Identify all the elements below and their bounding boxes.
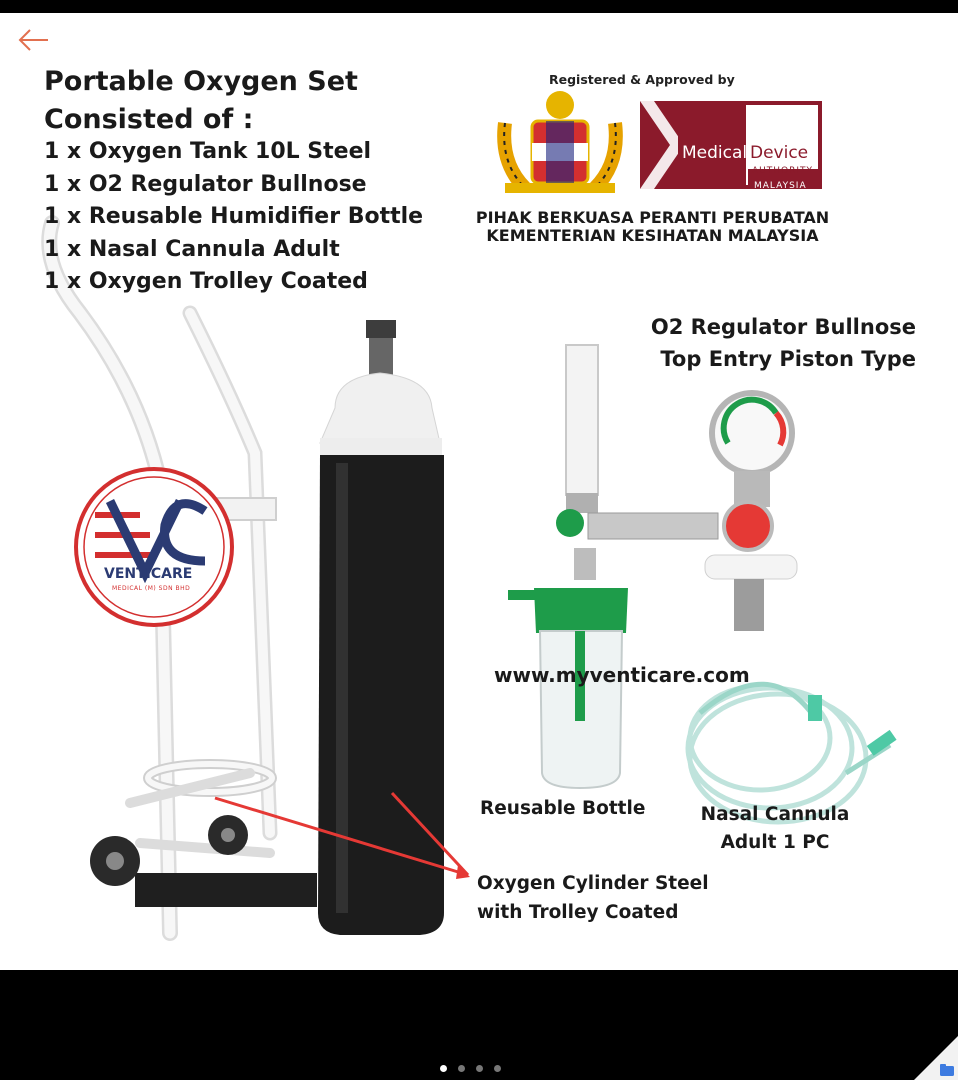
product-image[interactable]: Portable Oxygen Set Consisted of : 1 x O…: [0, 13, 958, 970]
mda-sub1: AUTHORITY: [752, 166, 813, 176]
back-button[interactable]: [16, 27, 52, 53]
oxygen-tank-illustration: [318, 320, 444, 935]
pointer-arrows: [214, 791, 470, 877]
product-illustration: [41, 91, 897, 941]
carousel-dot[interactable]: [494, 1065, 501, 1072]
carousel-dot[interactable]: [440, 1065, 447, 1072]
carousel-indicator: [440, 1065, 501, 1072]
authority-text: PIHAK BERKUASA PERANTI PERUBATAN KEMENTE…: [475, 208, 830, 245]
carousel-dot[interactable]: [476, 1065, 483, 1072]
medical-device-authority-logo: [640, 101, 822, 189]
nasal-cannula-illustration: [685, 681, 892, 825]
regulator-title: O2 Regulator Bullnose Top Entry Piston T…: [650, 315, 916, 371]
bottle-label: Reusable Bottle: [480, 798, 646, 819]
carousel-dot[interactable]: [458, 1065, 465, 1072]
top-status-bar: [0, 0, 958, 13]
brand-sub: MEDICAL (M) SDN BHD: [112, 585, 191, 592]
mda-name: Medical: [682, 143, 748, 163]
heading-line1: Portable Oxygen Set: [44, 66, 358, 97]
list-item: 1 x O2 Regulator Bullnose: [44, 171, 367, 197]
regulator-illustration: [556, 344, 798, 631]
trolley-base: [135, 873, 317, 907]
registered-label: Registered & Approved by: [549, 72, 735, 87]
cylinder-label: Oxygen Cylinder Steel with Trolley Coate…: [477, 873, 709, 923]
humidifier-bottle-illustration: [508, 548, 628, 790]
venticare-logo: [74, 467, 234, 627]
folder-icon: [940, 1066, 954, 1076]
website-url: www.myventicare.com: [494, 663, 750, 687]
mda-sub2: MALAYSIA: [754, 181, 807, 191]
brand-name: VENTICARE: [104, 566, 193, 582]
list-item: 1 x Oxygen Tank 10L Steel: [44, 139, 372, 164]
corner-badge[interactable]: [914, 1036, 958, 1080]
list-item: 1 x Oxygen Trolley Coated: [44, 269, 368, 294]
cannula-label: Nasal Cannula Adult 1 PC: [700, 804, 850, 853]
list-item: 1 x Reusable Humidifier Bottle: [44, 204, 424, 229]
bottom-area: [0, 970, 958, 1080]
set-heading: Portable Oxygen Set Consisted of :: [44, 63, 358, 139]
heading-line2: Consisted of :: [44, 104, 254, 135]
list-item: 1 x Nasal Cannula Adult: [44, 236, 340, 262]
arrow-left-icon: [18, 29, 48, 51]
set-items-list: 1 x Oxygen Tank 10L Steel 1 x O2 Regulat…: [44, 136, 423, 299]
mda-name2: Device: [750, 143, 809, 163]
malaysia-crest-logo: [497, 91, 623, 193]
cannula-prong: [808, 695, 822, 721]
